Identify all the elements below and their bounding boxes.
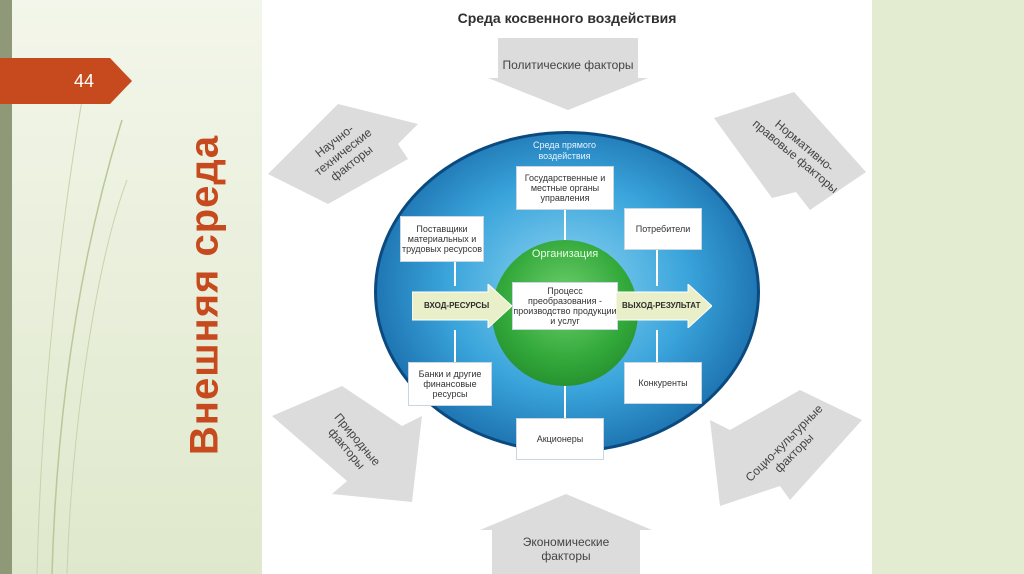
factor-scientific-technical: Научно-технические факторы: [268, 104, 418, 204]
diagram-image: Среда косвенного воздействия Политически…: [262, 0, 872, 574]
government-box: Государственные и местные органы управле…: [516, 166, 614, 210]
input-arrow: ВХОД-РЕСУРСЫ: [411, 282, 513, 330]
connector-shareholders: [564, 384, 566, 418]
output-arrow-label: ВЫХОД-РЕЗУЛЬТАТ: [622, 301, 701, 310]
connector-government: [564, 208, 566, 242]
connector-competitors: [656, 330, 658, 362]
factor-political: Политические факторы: [488, 38, 648, 110]
suppliers-box: Поставщики материальных и трудовых ресур…: [400, 216, 484, 262]
process-box: Процесс преобразования - производство пр…: [512, 282, 618, 330]
connector-banks: [454, 330, 456, 362]
decorative-lines: [36, 99, 128, 574]
connector-consumers: [656, 248, 658, 286]
factor-natural: Природные факторы: [272, 386, 422, 502]
left-decorative-strip: [0, 0, 12, 574]
factor-economic: Экономические факторы: [480, 494, 652, 574]
right-background-panel: [872, 0, 1024, 574]
input-arrow-label: ВХОД-РЕСУРСЫ: [424, 301, 490, 310]
consumers-box: Потребители: [624, 208, 702, 250]
competitors-box: Конкуренты: [624, 362, 702, 404]
organization-label: Организация: [531, 248, 599, 260]
diagram-title: Среда косвенного воздействия: [457, 10, 677, 26]
factor-political-label: Политические факторы: [502, 58, 634, 72]
factor-legal: Нормативно-правовые факторы: [714, 92, 866, 210]
connector-suppliers: [454, 258, 456, 286]
slide-title: Внешняя среда: [182, 134, 227, 456]
banks-box: Банки и другие финансовые ресурсы: [408, 362, 492, 406]
direct-environment-label: Среда прямого воздействия: [532, 140, 596, 161]
output-arrow: ВЫХОД-РЕЗУЛЬТАТ: [615, 282, 713, 330]
factor-economic-label: Экономические факторы: [522, 535, 610, 563]
slide-number-badge: 44: [0, 58, 132, 104]
slide-number: 44: [74, 71, 95, 91]
shareholders-box: Акционеры: [516, 418, 604, 460]
factor-socio-cultural: Социо-культурные факторы: [710, 390, 862, 506]
